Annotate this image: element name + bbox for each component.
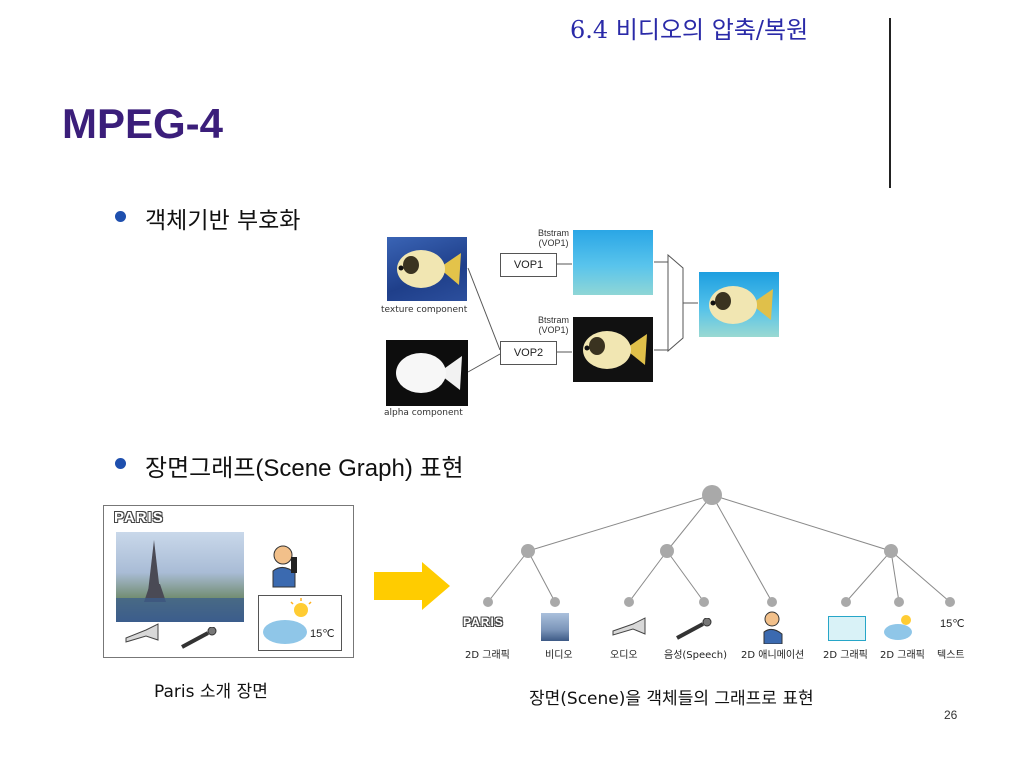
bullet-dot <box>115 211 126 222</box>
paris-logo: PARIS <box>114 509 164 526</box>
graph-node <box>660 544 674 558</box>
leaf-paris-logo: PARIS <box>463 615 504 629</box>
texture-image <box>387 237 467 301</box>
graph-node <box>521 544 535 558</box>
graph-leaf-node <box>483 597 493 607</box>
microphone-icon <box>676 618 712 640</box>
graph-leaf-node <box>767 597 777 607</box>
header-divider <box>889 18 891 188</box>
graph-leaf-node <box>624 597 634 607</box>
graph-leaf-node <box>894 597 904 607</box>
page-title: MPEG-4 <box>62 100 224 147</box>
reporter-icon <box>763 611 783 644</box>
graph-root-node <box>702 485 722 505</box>
leaf-temperature: 15℃ <box>940 618 965 630</box>
graph-leaf-node <box>841 597 851 607</box>
leaf-label: 텍스트 <box>937 650 965 661</box>
weather-cloud-icon <box>263 598 312 644</box>
bullet-object-based-coding: 객체기반 부호화 <box>145 208 301 234</box>
weather-box <box>258 595 342 651</box>
fish-icon <box>397 250 461 288</box>
vop1-box: VOP1 <box>500 253 557 277</box>
leaf-label: 비디오 <box>545 650 573 661</box>
eiffel-tower-photo <box>116 532 244 622</box>
section-title: 6.4 비디오의 압축/복원 <box>570 16 809 44</box>
graph-leaf-node <box>550 597 560 607</box>
right-arrow-icon <box>374 562 450 610</box>
vop1-background-image <box>573 230 653 295</box>
graph-leaf-node <box>945 597 955 607</box>
leaf-label: 2D 그래픽 <box>465 650 510 661</box>
microphone-icon <box>181 627 217 649</box>
bitstream-label-2: Btstram (VOP1) <box>538 315 570 335</box>
fish-icon <box>583 331 647 369</box>
trumpet-icon <box>125 623 159 643</box>
leaf-label: 2D 그래픽 <box>823 650 868 661</box>
bitstream-label-1: Btstram (VOP1) <box>538 228 570 248</box>
leaf-label: 2D 그래픽 <box>880 650 925 661</box>
paris-scene-caption: Paris 소개 장면 <box>154 682 268 702</box>
leaf-video-thumbnail <box>541 613 569 641</box>
weather-cloud-icon <box>884 615 912 640</box>
alpha-image <box>386 340 468 406</box>
trumpet-icon <box>612 617 646 636</box>
bullet-scene-graph: 장면그래프(Scene Graph) 표현 <box>145 455 464 482</box>
leaf-label: 음성(Speech) <box>664 650 728 661</box>
page-number: 26 <box>944 708 958 722</box>
leaf-label: 오디오 <box>610 650 638 661</box>
composited-scene-image <box>699 272 779 337</box>
leaf-2d-rectangle <box>828 616 866 641</box>
graph-leaf-node <box>699 597 709 607</box>
vop2-fish-image <box>573 317 653 382</box>
scene-graph-caption: 장면(Scene)을 객체들의 그래프로 표현 <box>529 689 814 709</box>
fish-icon <box>709 286 773 324</box>
alpha-label: alpha component <box>384 408 463 418</box>
fish-silhouette-icon <box>396 353 462 393</box>
vop2-box: VOP2 <box>500 341 557 365</box>
texture-label: texture component <box>381 305 468 315</box>
eiffel-tower-icon <box>116 540 244 622</box>
leaf-label: 2D 애니메이션 <box>741 650 805 661</box>
reporter-icon <box>272 545 297 588</box>
bullet-dot <box>115 458 126 469</box>
temperature-label: 15℃ <box>310 628 335 640</box>
graph-node <box>884 544 898 558</box>
